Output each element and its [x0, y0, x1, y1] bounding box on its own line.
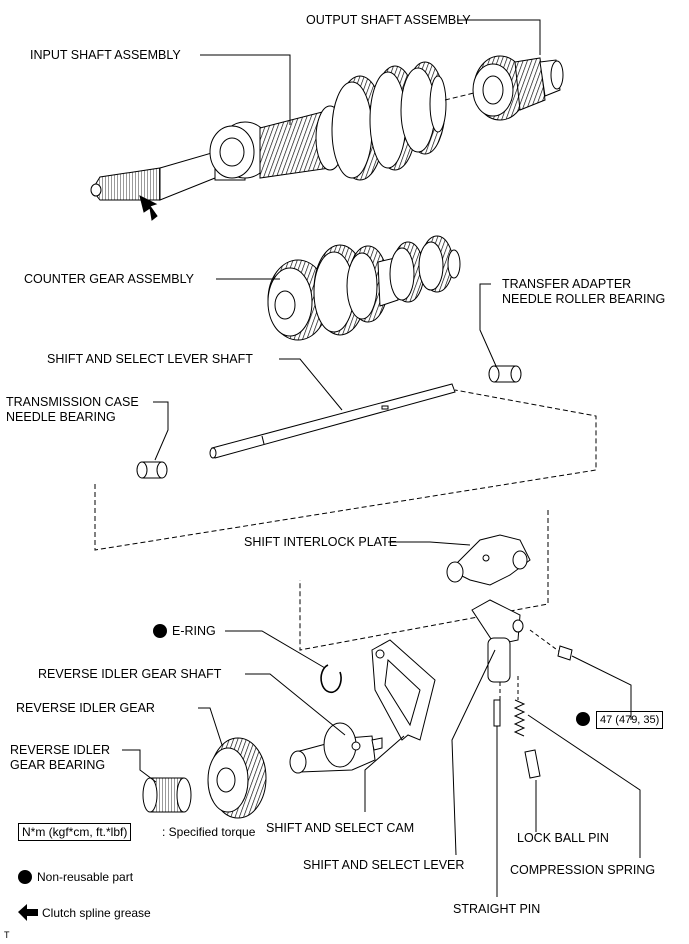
- lock-ball-pin-label: LOCK BALL PIN: [517, 831, 609, 845]
- counter-gear-drawing: [267, 235, 461, 341]
- shift-lever-label: SHIFT AND SELECT LEVER: [303, 858, 465, 872]
- transfer-adapter-label-line2: NEEDLE ROLLER BEARING: [502, 292, 666, 306]
- shift-cam-label: SHIFT AND SELECT CAM: [266, 821, 415, 835]
- trans-case-label-line1: TRANSMISSION CASE: [6, 395, 139, 409]
- idler-gear-drawing: [207, 737, 267, 819]
- output-shaft-label: OUTPUT SHAFT ASSEMBLY: [306, 13, 471, 27]
- interlock-plate-label: SHIFT INTERLOCK PLATE: [244, 535, 398, 549]
- legend-nonreusable-icon: [18, 870, 32, 884]
- grease-arrow-legend: [18, 904, 38, 921]
- case-bearing-drawing: [136, 461, 168, 479]
- trans-case-label-line2: NEEDLE BEARING: [6, 410, 116, 424]
- idler-bearing-drawing: [142, 777, 192, 813]
- counter-gear-label: COUNTER GEAR ASSEMBLY: [24, 272, 194, 286]
- shift-lever-drawing: [471, 599, 524, 683]
- bolt-nonreusable-icon: [576, 712, 590, 726]
- footer-mark: T: [4, 930, 10, 940]
- legend-torque-box: N*m (kgf*cm, ft.*lbf): [18, 823, 132, 841]
- transfer-bearing-drawing: [488, 365, 522, 383]
- lever-shaft-drawing: [209, 383, 456, 459]
- output-shaft-drawing: [472, 55, 564, 121]
- interlock-plate-drawing: [446, 534, 531, 586]
- legend-grease-text: Clutch spline grease: [42, 906, 151, 920]
- legend-nonreusable-text: Non-reusable part: [37, 870, 134, 884]
- idler-shaft-drawing: [289, 722, 383, 774]
- transfer-adapter-label-line1: TRANSFER ADAPTER: [502, 277, 632, 291]
- legend-torque-text: : Specified torque: [162, 825, 256, 839]
- e-ring-nonreusable-icon: [153, 624, 167, 638]
- rev-idler-bearing-label-line2: GEAR BEARING: [10, 758, 106, 772]
- grease-arrow-marker: [139, 195, 158, 221]
- torque-value-box: 47 (479, 35): [596, 711, 664, 729]
- rev-idler-bearing-label-line1: REVERSE IDLER: [10, 743, 111, 757]
- input-shaft-label: INPUT SHAFT ASSEMBLY: [30, 48, 181, 62]
- straight-pin-label: STRAIGHT PIN: [453, 902, 541, 916]
- compression-spring-label: COMPRESSION SPRING: [510, 863, 656, 877]
- rev-idler-shaft-label: REVERSE IDLER GEAR SHAFT: [38, 667, 222, 681]
- rev-idler-gear-label: REVERSE IDLER GEAR: [16, 701, 155, 715]
- shift-cam-drawing: [371, 639, 436, 741]
- input-shaft-drawing: [90, 61, 447, 201]
- lever-shaft-label: SHIFT AND SELECT LEVER SHAFT: [47, 352, 253, 366]
- e-ring-label: E-RING: [172, 624, 216, 638]
